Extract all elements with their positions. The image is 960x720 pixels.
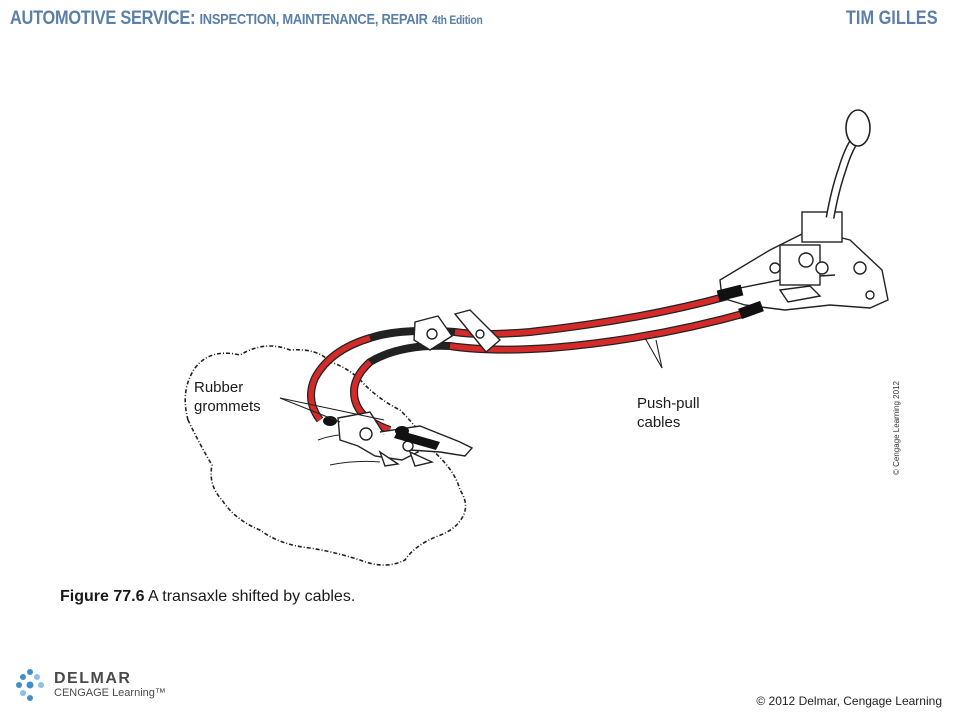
delmar-logo-icon [16,669,44,701]
figure: Rubber grommets Push-pull cables © Cenga… [170,100,930,600]
shift-knob [845,109,871,147]
cable-mount-bracket [413,309,502,353]
rubber-grommet-ends [323,416,440,450]
logo-subtitle: CENGAGE Learning™ [54,687,166,699]
book-title-main: AUTOMOTIVE SERVICE: [10,8,196,29]
figure-caption: Figure 77.6 A transaxle shifted by cable… [60,588,355,606]
callout-rubber-grommets: Rubber grommets [194,379,261,415]
figure-caption-text: A transaxle shifted by cables. [144,588,356,605]
push-pull-cables [307,284,764,434]
book-edition: 4th Edition [432,13,483,27]
delmar-logo: DELMAR CENGAGE Learning™ [14,664,194,708]
author-name: TIM GILLES [846,8,938,29]
transaxle-cable-illustration [184,109,889,566]
logo-dots [16,669,44,701]
copyright-notice: © 2012 Delmar, Cengage Learning [756,694,942,708]
logo-name: DELMAR [54,670,132,687]
figure-number: Figure 77.6 [60,588,145,605]
image-credit: © Cengage Learning 2012 [892,381,901,475]
callout-push-pull-cables: Push-pull cables [637,395,700,431]
book-title-subtitle: INSPECTION, MAINTENANCE, REPAIR [199,11,428,28]
slide-header: AUTOMOTIVE SERVICE: INSPECTION, MAINTENA… [0,0,960,40]
book-title: AUTOMOTIVE SERVICE: INSPECTION, MAINTENA… [10,8,483,30]
shifter-bracket [719,211,889,311]
callout-leader-lines [279,337,663,423]
